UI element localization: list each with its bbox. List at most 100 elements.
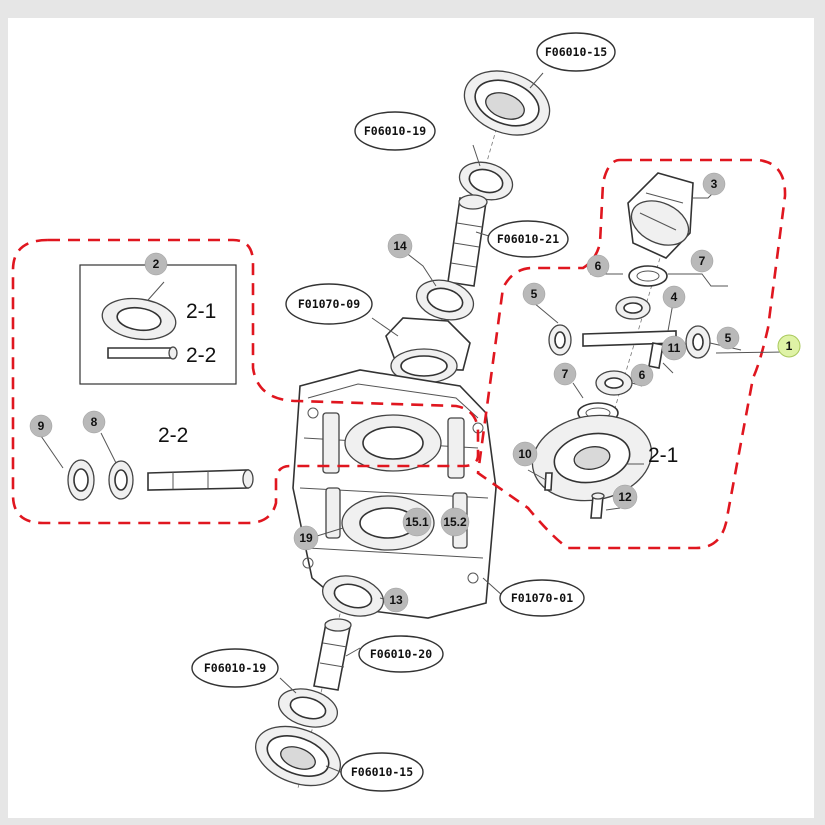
bearing-8: [108, 460, 134, 500]
callout-14: 14: [387, 233, 413, 259]
callout-text: 5: [725, 331, 732, 345]
group-2-outline: [11, 238, 480, 525]
label-f06010-15-bottom: F06010-15: [340, 752, 424, 792]
callout-3: 3: [702, 172, 726, 196]
leader-f06010-19-bottom: [279, 677, 297, 694]
leader-7-top: [668, 273, 728, 287]
label-f01070-01: F01070-01: [499, 579, 585, 617]
callout-6-bottom: 6: [630, 363, 654, 387]
sub-label-right-2-1: 2-1: [648, 444, 678, 467]
callout-text: 4: [671, 290, 678, 304]
label-text: F06010-19: [204, 661, 266, 675]
leader-19: [316, 527, 344, 537]
callout-text: 2: [153, 257, 160, 271]
leader-inset-2: [147, 281, 165, 301]
callout-10: 10: [512, 441, 538, 467]
label-text: F06010-19: [364, 124, 426, 138]
callout-13: 13: [383, 587, 409, 613]
leader-f06010-20: [345, 647, 361, 657]
inset-ring-gear: [101, 297, 177, 341]
label-text: F06010-15: [545, 45, 607, 59]
callout-text: 12: [618, 490, 632, 504]
label-f06010-19-bottom: F06010-19: [191, 648, 279, 688]
output-shaft: [313, 618, 352, 691]
leader-8: [100, 432, 117, 464]
callout-text: 15.2: [443, 515, 467, 529]
leader-f06010-15-top: [529, 72, 544, 89]
side-gear-6-bottom: [595, 370, 633, 396]
bolt-12: [590, 492, 605, 519]
pinion-gear-5-left: [548, 324, 572, 356]
callout-text: 7: [562, 367, 569, 381]
leader-7-mid: [572, 382, 584, 399]
callout-7-mid: 7: [553, 362, 577, 386]
ring-gear-2-1-right: [531, 414, 653, 502]
callout-text: 1: [786, 339, 793, 353]
callout-7-top: 7: [690, 249, 714, 273]
callout-text: 5: [531, 287, 538, 301]
callout-15-1: 15.1: [402, 507, 432, 537]
callout-1: 1: [777, 334, 801, 358]
callout-text: 19: [299, 531, 313, 545]
leader-9: [40, 435, 64, 469]
leader-f01070-09: [371, 317, 399, 337]
bearing-cover: [385, 317, 471, 384]
sub-label-inset-2-1: 2-1: [186, 300, 216, 323]
label-f06010-20: F06010-20: [358, 635, 444, 673]
lock-pin-11: [648, 342, 664, 369]
leader-10: [527, 469, 547, 481]
label-f06010-21: F06010-21: [487, 220, 569, 258]
input-shaft: [447, 194, 488, 287]
label-text: F01070-09: [298, 297, 360, 311]
callout-8: 8: [82, 410, 106, 434]
bearing-top: [458, 161, 514, 201]
pinion-shaft-2-2-left: [147, 469, 254, 491]
callout-5-top: 5: [522, 282, 546, 306]
callout-19: 19: [293, 525, 319, 551]
exploded-gearbox-diagram: F06010-15 F06010-19 F06010-21 F01070-09 …: [11, 32, 801, 792]
label-text: F01070-01: [511, 591, 573, 605]
callout-2: 2: [144, 252, 168, 276]
callout-text: 13: [389, 593, 403, 607]
leader-f06010-19-top: [472, 144, 481, 167]
callout-9: 9: [29, 414, 53, 438]
oil-seal-bottom: [254, 725, 342, 787]
leader-5-left: [533, 302, 559, 324]
sub-label-inset-2-2: 2-2: [186, 344, 216, 367]
callout-text: 8: [91, 415, 98, 429]
label-text: F06010-21: [497, 232, 559, 246]
side-gear-6-top: [615, 296, 651, 320]
callout-6-top: 6: [586, 254, 610, 278]
inset-pinion-shaft: [107, 346, 178, 360]
leader-1: [715, 351, 784, 354]
callout-text: 7: [699, 254, 706, 268]
callout-text: 6: [595, 259, 602, 273]
label-f06010-19-top: F06010-19: [354, 111, 436, 151]
callout-text: 9: [38, 419, 45, 433]
label-f01070-09: F01070-09: [285, 283, 373, 325]
differential-carrier: [627, 172, 694, 259]
callout-11: 11: [661, 335, 687, 361]
pinion-gear-5-right: [685, 325, 711, 359]
callout-15-2: 15.2: [440, 507, 470, 537]
callout-text: 3: [711, 177, 718, 191]
oil-seal-top: [463, 70, 551, 136]
label-f06010-15-top: F06010-15: [536, 32, 616, 72]
leader-f01070-01: [482, 577, 504, 597]
leader-12: [605, 507, 621, 511]
callout-12: 12: [612, 484, 638, 510]
thrust-washer-7-top: [628, 265, 668, 287]
diagram-frame: F06010-15 F06010-19 F06010-21 F01070-09 …: [8, 18, 814, 818]
bearing-bottom: [278, 688, 338, 728]
leader-11: [662, 362, 674, 374]
callout-text: 11: [668, 341, 681, 355]
leader-f06010-15-bottom: [325, 765, 344, 774]
group-1-outline: [476, 158, 787, 550]
callout-text: 6: [639, 368, 646, 382]
label-text: F06010-15: [351, 765, 413, 779]
label-text: F06010-20: [370, 647, 432, 661]
bearing-9: [67, 459, 95, 501]
callout-text: 10: [518, 447, 532, 461]
callout-text: 15.1: [405, 515, 429, 529]
sub-label-left-2-2: 2-2: [158, 424, 188, 447]
